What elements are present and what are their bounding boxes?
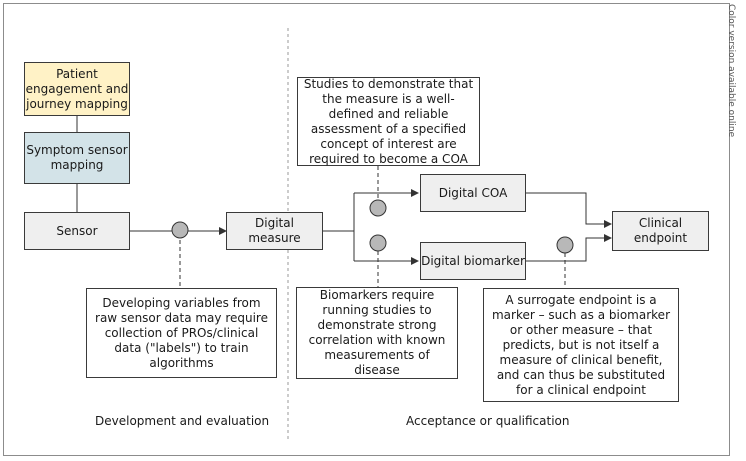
node-biomarker-studies <box>369 234 387 252</box>
sensor-box: Sensor <box>24 212 130 250</box>
patient-engagement-box: Patient engagement and journey mapping <box>24 62 130 116</box>
node-coa-studies <box>369 199 387 217</box>
digital-biomarker-box: Digital biomarker <box>420 242 526 280</box>
arrow-coa-to-endpoint <box>526 192 612 228</box>
development-evaluation-label: Development and evaluation <box>95 414 270 428</box>
symptom-sensor-mapping-box: Symptom sensor mapping <box>24 132 130 184</box>
digital-coa-box: Digital COA <box>420 174 526 212</box>
node-raw-sensor <box>171 221 189 239</box>
arrow-biomarker-to-endpoint <box>526 234 612 262</box>
coa-studies-note: Studies to demonstrate that the measure … <box>297 77 480 166</box>
acceptance-qualification-label: Acceptance or qualification <box>406 414 570 428</box>
node-surrogate <box>556 236 574 254</box>
digital-measure-box: Digital measure <box>226 212 323 250</box>
biomarker-studies-note: Biomarkers require running studies to de… <box>296 287 458 379</box>
clinical-endpoint-box: Clinical endpoint <box>612 211 709 251</box>
raw-sensor-note: Developing variables from raw sensor dat… <box>86 288 277 378</box>
figure-frame <box>3 3 730 456</box>
surrogate-endpoint-note: A surrogate endpoint is a marker – such … <box>483 288 679 402</box>
